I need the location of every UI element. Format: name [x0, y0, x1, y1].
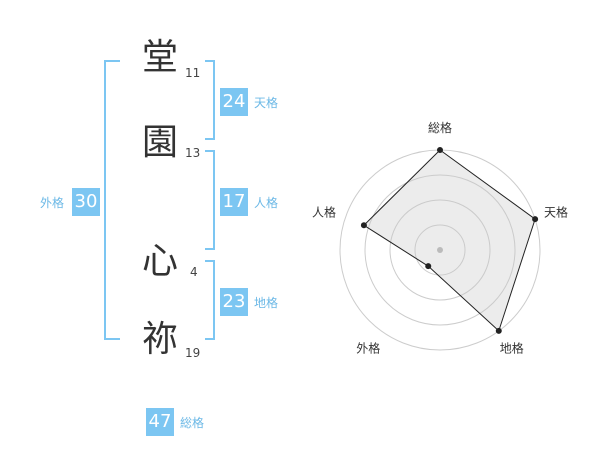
radar-point-3 [495, 327, 502, 334]
soukaku-label: 総格 [180, 416, 205, 430]
jinkaku-value: 17 [220, 188, 248, 216]
name-char-1: 堂 [141, 37, 178, 78]
radar-ring-2 [389, 199, 491, 301]
radar-area [363, 149, 536, 332]
radar-point-4 [425, 263, 432, 270]
stroke-count-1: 11 [185, 66, 201, 80]
soukaku-value: 47 [146, 408, 174, 436]
tenkaku-value: 24 [220, 88, 248, 116]
tenkaku-label: 天格 [254, 96, 279, 110]
radar-ring-1 [414, 224, 466, 276]
chikaku-label: 地格 [254, 296, 279, 310]
radar-axis-label-4: 外格 [356, 341, 380, 356]
jinkaku-bracket [205, 150, 215, 250]
jinkaku-label: 人格 [254, 196, 279, 210]
stroke-count-2: 13 [185, 146, 201, 160]
radar-axis-label-5: 人格 [312, 204, 336, 219]
chikaku-bracket [205, 260, 215, 340]
radar-point-5 [360, 222, 367, 229]
gaikaku-label: 外格 [40, 196, 65, 210]
stroke-count-4: 19 [185, 346, 201, 360]
radar-center-dot [437, 247, 443, 253]
radar-ring-3 [364, 174, 516, 326]
radar-axis-label-1: 総格 [428, 120, 452, 135]
radar-axis-label-2: 天格 [544, 204, 568, 219]
name-char-3: 心 [141, 241, 178, 282]
chikaku-value: 23 [220, 288, 248, 316]
name-char-2: 園 [141, 122, 178, 163]
radar-axis-label-3: 地格 [500, 341, 524, 356]
tenkaku-bracket [205, 60, 215, 140]
stroke-count-3: 4 [190, 265, 198, 279]
radar-point-2 [532, 216, 539, 223]
gaikaku-bracket [104, 60, 120, 340]
gaikaku-value: 30 [72, 188, 100, 216]
name-char-4: 祢 [141, 319, 178, 360]
radar-point-1 [437, 147, 443, 153]
